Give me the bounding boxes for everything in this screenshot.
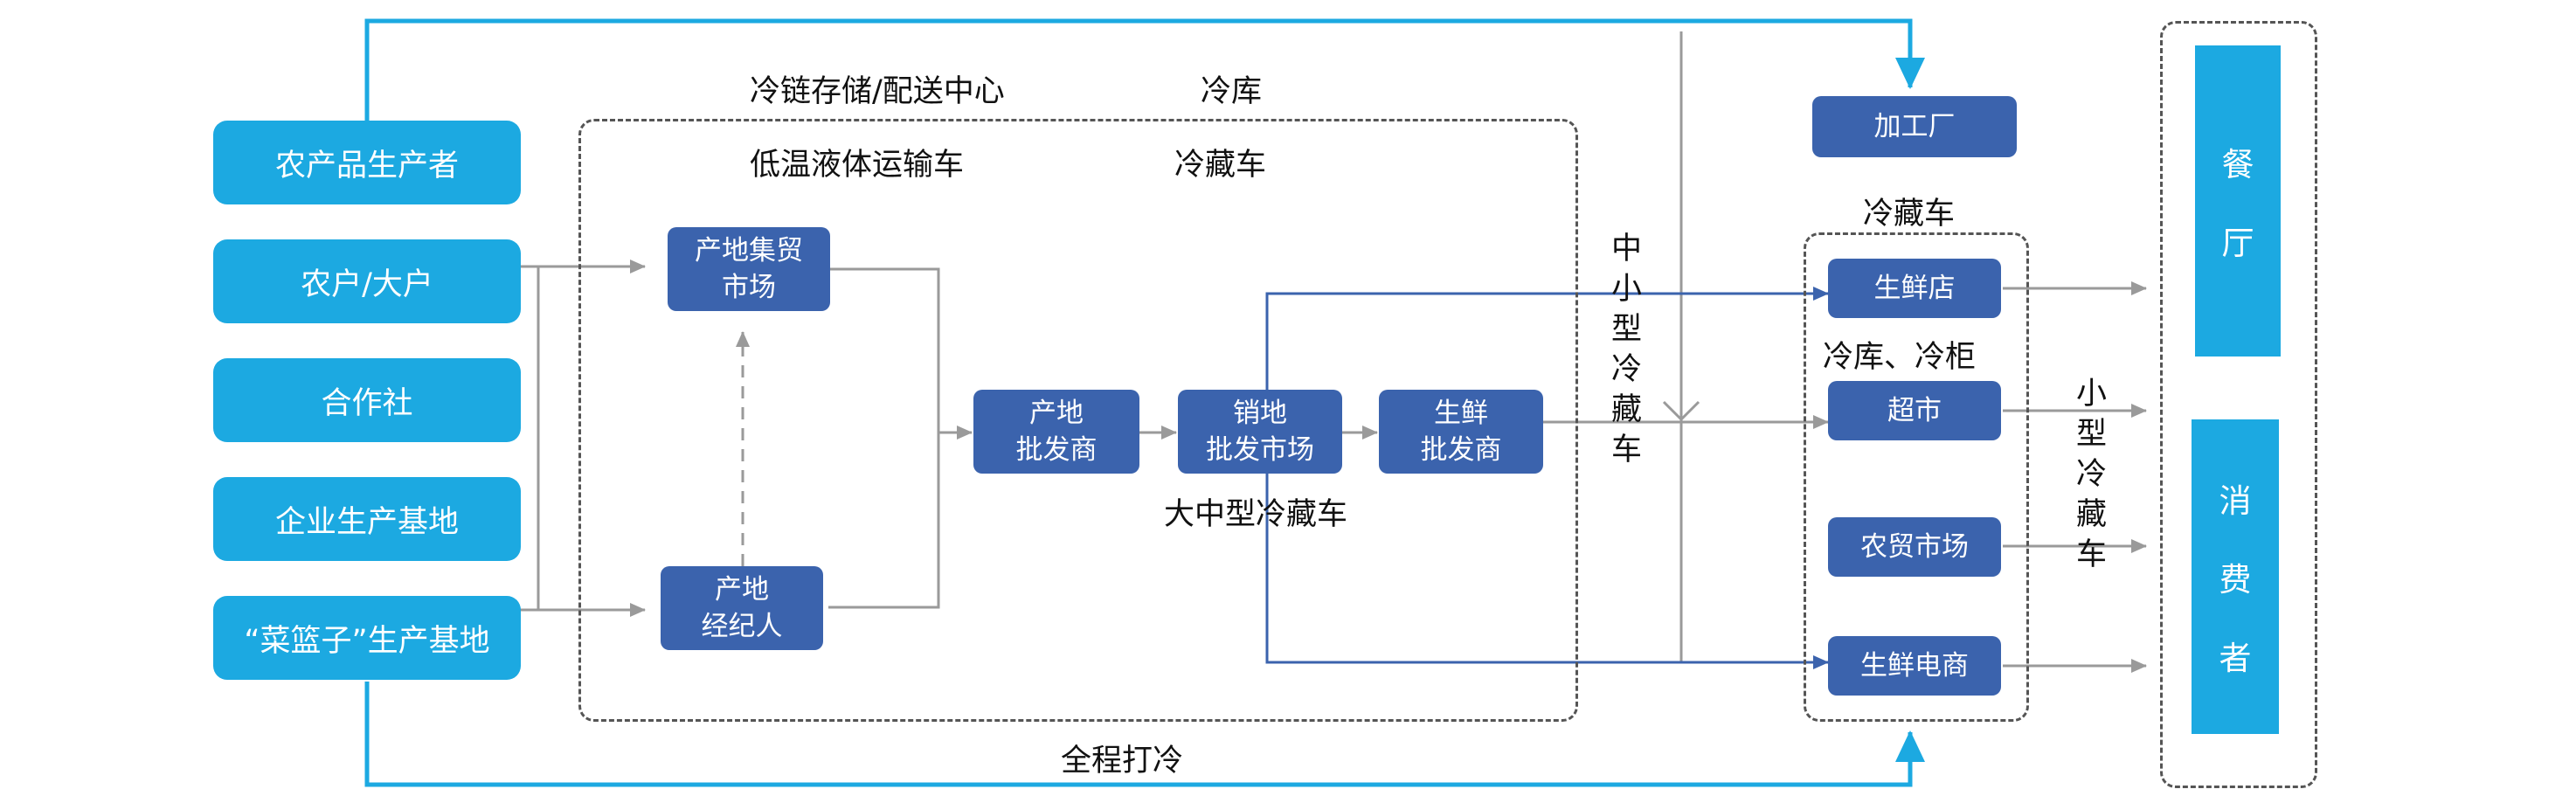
large-reefer-label: 大中型冷藏车 xyxy=(1164,497,1348,532)
whole-process-label: 全程打冷 xyxy=(1061,744,1184,779)
origin-market-node: 产地集贸 市场 xyxy=(668,227,830,311)
producer-enterprise-base: 企业生产基地 xyxy=(213,477,521,561)
reefer-truck-right-label: 冷藏车 xyxy=(1863,197,1956,232)
consumer-char-3: 者 xyxy=(2219,640,2252,677)
bottom-cold-chain-line xyxy=(364,682,1925,787)
cold-storage-cabinet-label: 冷库、冷柜 xyxy=(1823,340,1977,375)
restaurant-char-2: 厅 xyxy=(2221,225,2254,262)
producer-farmers: 农户/大户 xyxy=(213,239,521,323)
destination-market-node: 销地 批发市场 xyxy=(1178,390,1342,474)
consumer-region xyxy=(2160,21,2317,788)
low-temp-truck-label: 低温液体运输车 xyxy=(750,148,965,183)
cold-chain-center-label: 冷链存储/配送中心 xyxy=(750,74,1005,109)
origin-broker-node: 产地 经纪人 xyxy=(661,566,823,650)
fresh-ecommerce-node: 生鲜电商 xyxy=(1828,636,2001,696)
processing-plant-node: 加工厂 xyxy=(1812,96,2017,157)
cold-chain-center-region xyxy=(578,119,1578,722)
fresh-store-node: 生鲜店 xyxy=(1828,259,2001,318)
producer-farm-products: 农产品生产者 xyxy=(213,121,521,204)
restaurant-node: 餐 厅 xyxy=(2195,45,2281,357)
dark-blue-distribution xyxy=(1265,292,1828,664)
supermarket-node: 超市 xyxy=(1828,381,2001,440)
retail-region xyxy=(1804,232,2029,722)
consumer-char-2: 费 xyxy=(2219,561,2252,599)
cold-storage-label: 冷库 xyxy=(1201,74,1263,109)
consumer-node: 消 费 者 xyxy=(2192,419,2279,734)
reefer-truck-top-label: 冷藏车 xyxy=(1174,148,1267,183)
restaurant-char-1: 餐 xyxy=(2221,146,2254,183)
mid-small-reefer-label: 中 小 型 冷 藏 车 xyxy=(1611,232,1643,467)
consumer-char-1: 消 xyxy=(2219,482,2252,520)
fresh-wholesaler-node: 生鲜 批发商 xyxy=(1379,390,1543,474)
producer-vegetable-basket-base: “菜篮子”生产基地 xyxy=(213,596,521,680)
top-cold-chain-line xyxy=(364,18,1925,121)
farmers-market-node: 农贸市场 xyxy=(1828,517,2001,577)
origin-wholesaler-node: 产地 批发商 xyxy=(973,390,1139,474)
producer-cooperative: 合作社 xyxy=(213,358,521,442)
producer-bracket xyxy=(519,265,540,612)
small-reefer-label: 小 型 冷 藏 车 xyxy=(2076,377,2108,572)
